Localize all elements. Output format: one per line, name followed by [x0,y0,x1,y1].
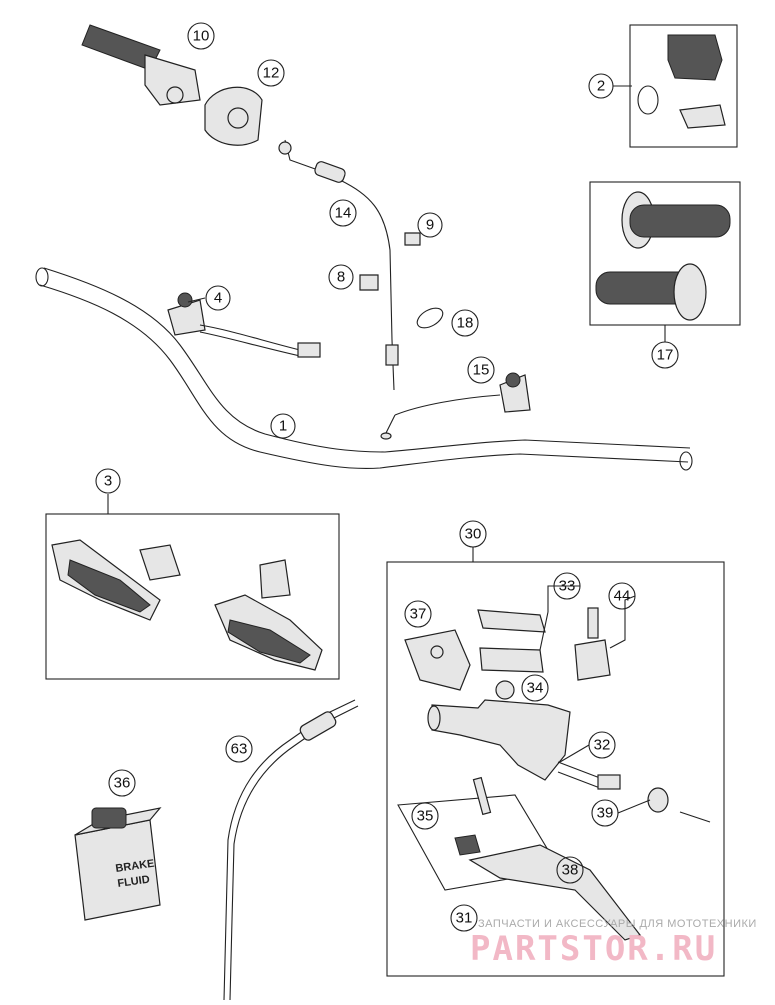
throttle-grip [81,24,201,106]
start-switch [637,34,726,129]
brake-hose [223,699,359,1001]
callout-34: 34 [521,674,549,702]
svg-text:36: 36 [114,775,131,792]
leader-lines [107,85,666,814]
callout-17: 17 [651,341,679,369]
svg-text:9: 9 [426,217,434,234]
bottle-label-line2: FLUID [117,874,151,890]
watermark-tagline: ЗАПЧАСТИ И АКСЕССУАРЫ ДЛЯ МОТОТЕХНИКИ [478,918,757,930]
svg-text:34: 34 [527,680,544,697]
handlebar [35,267,693,471]
throttle-cable [278,139,399,391]
callout-2: 2 [588,73,614,99]
svg-text:12: 12 [263,65,280,82]
svg-text:15: 15 [473,362,490,379]
svg-text:35: 35 [417,808,434,825]
callout-39: 39 [591,799,619,827]
callout-3: 3 [95,468,121,494]
watermark-brand: PARTSTOR.RU [470,929,717,969]
svg-text:4: 4 [214,290,222,307]
callout-18: 18 [451,309,479,337]
svg-text:30: 30 [465,526,482,543]
brake-fluid-bottle [74,807,162,921]
callout-14: 14 [329,199,357,227]
callout-1: 1 [270,413,296,439]
svg-text:32: 32 [594,737,611,754]
handguards [51,539,323,671]
callout-8: 8 [328,264,354,290]
svg-text:2: 2 [597,78,605,95]
svg-text:63: 63 [231,741,248,758]
callout-36: 36 [108,769,136,797]
callout-10: 10 [187,22,215,50]
box-brake-assembly-30 [386,561,725,977]
callout-63: 63 [225,735,253,763]
grips [595,191,731,321]
svg-text:3: 3 [104,473,112,490]
svg-text:37: 37 [410,606,427,623]
svg-text:38: 38 [562,862,579,879]
box-handguards-3 [45,513,340,680]
callout-4: 4 [205,285,231,311]
callout-9: 9 [417,212,443,238]
svg-text:17: 17 [657,347,674,364]
cable-clip [359,274,379,291]
callout-31: 31 [450,904,478,932]
svg-text:1: 1 [279,418,287,435]
callout-30: 30 [459,520,487,548]
kill-switch-left [167,292,321,358]
svg-text:8: 8 [337,269,345,286]
brake-master-cylinder [397,607,711,941]
svg-text:39: 39 [597,805,614,822]
callout-15: 15 [467,356,495,384]
callout-12: 12 [257,59,285,87]
callout-35: 35 [411,802,439,830]
switch-right [380,372,531,440]
svg-text:31: 31 [456,910,473,927]
svg-text:14: 14 [335,205,352,222]
callout-44: 44 [608,582,636,610]
throttle-cover-hole [227,107,249,129]
callout-38: 38 [556,856,584,884]
svg-text:44: 44 [614,588,631,605]
svg-text:10: 10 [193,28,210,45]
bottle-label-line1: BRAKE [115,858,155,875]
callout-37: 37 [404,600,432,628]
cable-tie [416,307,444,329]
svg-text:18: 18 [457,315,474,332]
callout-32: 32 [588,731,616,759]
cable-cap [404,232,421,246]
